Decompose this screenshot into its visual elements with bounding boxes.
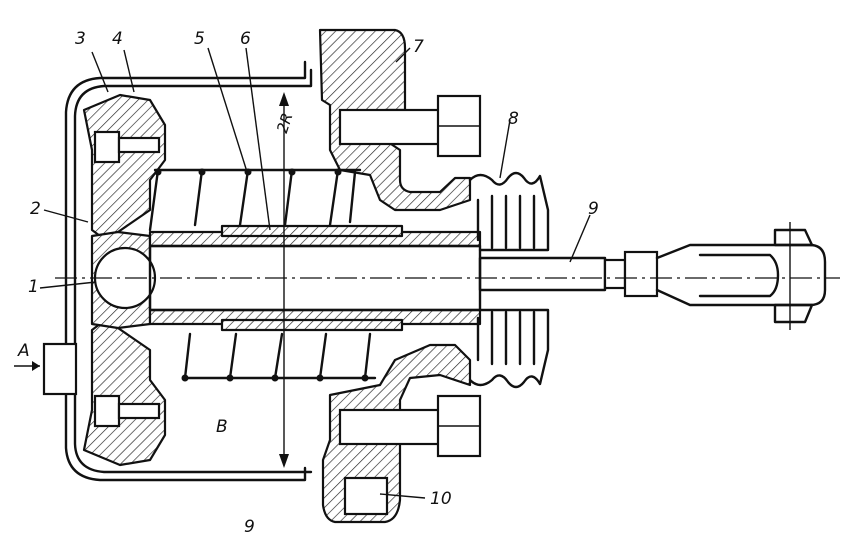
label-3: 3 — [75, 29, 86, 49]
seal-10 — [343, 476, 389, 516]
label-6: 6 — [240, 29, 251, 49]
bolt-upper — [338, 94, 482, 158]
label-4: 4 — [112, 29, 123, 49]
leader-lines — [39, 47, 591, 499]
label-2r: 2R — [273, 111, 296, 136]
label-1: 1 — [28, 277, 39, 297]
dimension-2r — [279, 92, 289, 468]
clevis-fork — [655, 222, 827, 330]
label-8: 8 — [508, 109, 519, 129]
label-9: 9 — [588, 199, 599, 219]
label-7: 7 — [413, 37, 424, 57]
label-10: 10 — [430, 489, 452, 509]
label-a: A — [17, 341, 30, 361]
bolt-lower — [338, 394, 482, 458]
label-5: 5 — [194, 29, 205, 49]
housing-cover — [64, 60, 313, 482]
small-bolts — [93, 130, 161, 428]
label-bottom-9: 9 — [244, 517, 255, 533]
label-2: 2 — [30, 199, 41, 219]
return-spring-5 — [148, 168, 377, 382]
label-b: B — [216, 417, 228, 437]
push-rod-9 — [478, 250, 659, 298]
dust-boot-8 — [468, 171, 550, 389]
inlet-fitting — [14, 342, 78, 396]
